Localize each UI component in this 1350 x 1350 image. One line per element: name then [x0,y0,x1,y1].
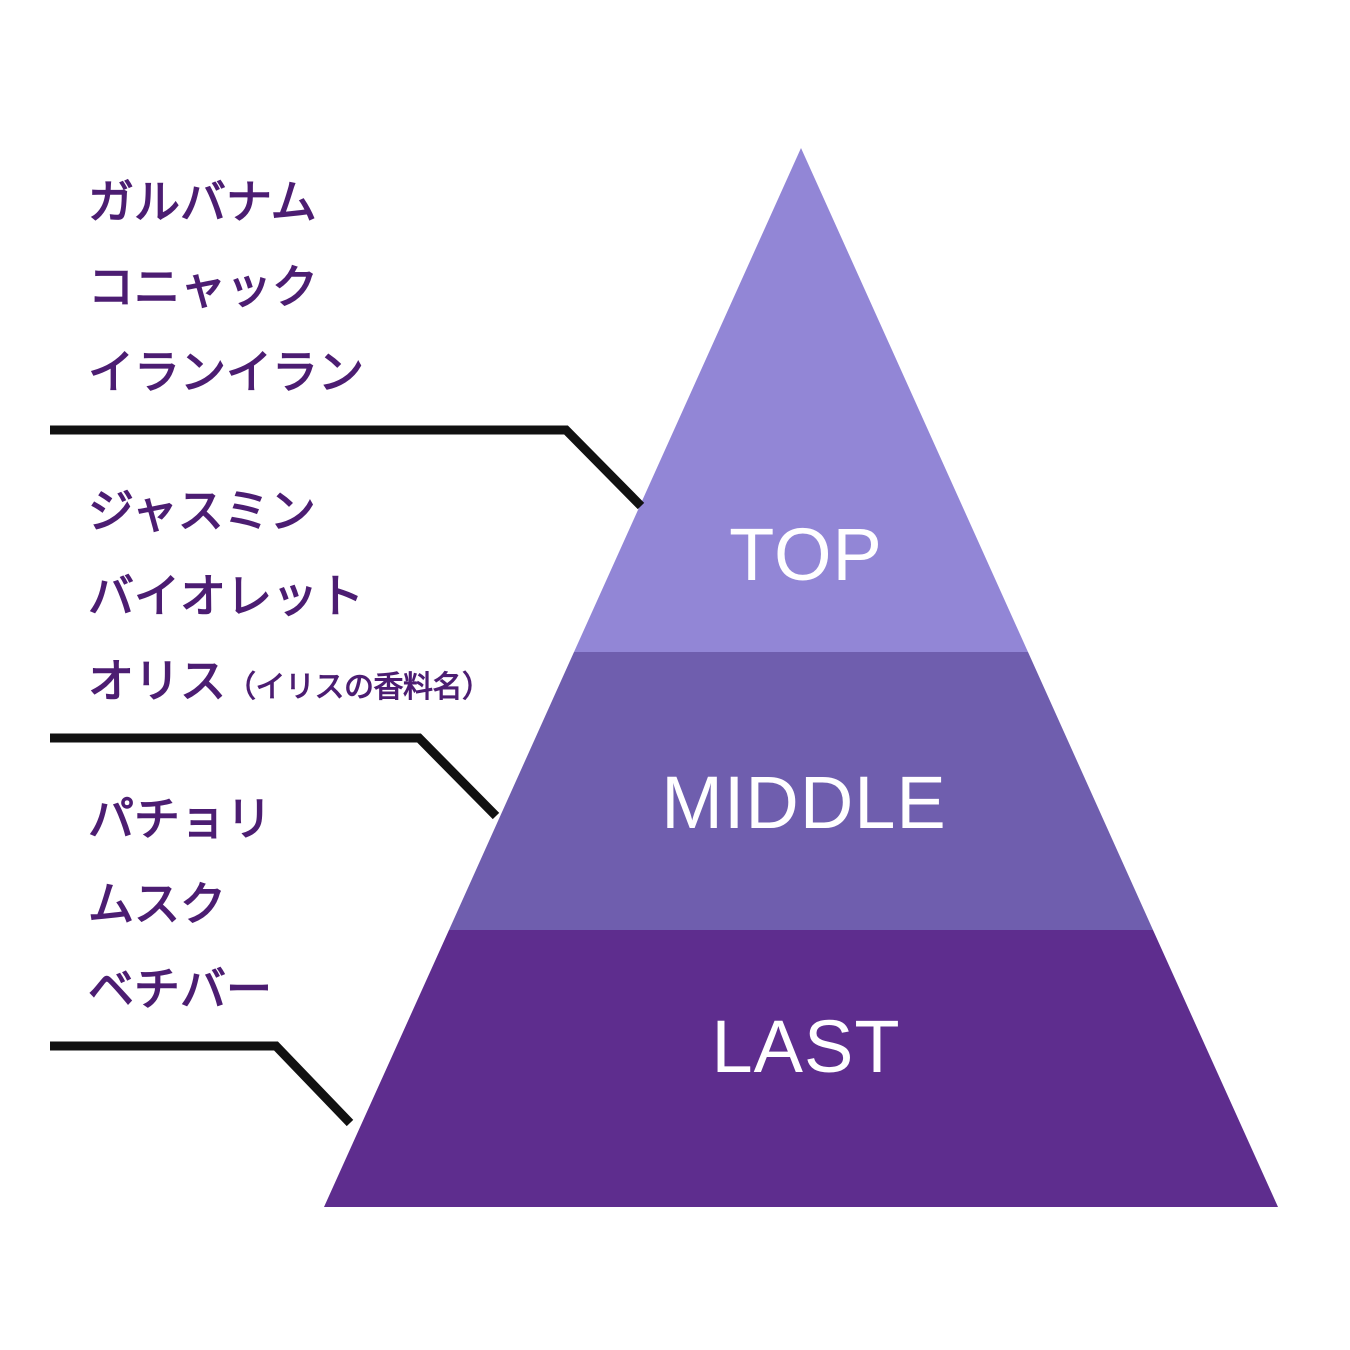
note-item: バイオレット [88,569,364,623]
note-item: ガルバナム [88,175,317,229]
note-item-annotation: （イリスの香料名） [226,670,492,705]
leader-line-last-notes [50,1041,354,1127]
pyramid-band-middle[interactable] [449,652,1153,930]
pyramid-label-last: LAST [711,1005,900,1088]
note-item: ベチバー [88,962,272,1016]
note-list-last: パチョリ ムスク ベチバー [88,780,272,1035]
note-list-middle: ジャスミン バイオレット オリス（イリスの香料名） [88,472,492,727]
note-item: ムスク [88,877,226,931]
pyramid-label-top: TOP [729,513,883,596]
note-item: イランイラン [88,345,364,399]
note-item: ジャスミン [88,484,316,538]
note-item: オリス（イリスの香料名） [88,654,492,708]
pyramid-band-top[interactable] [574,148,1028,652]
leader-line-top-notes [50,425,645,510]
pyramid-band-last[interactable] [324,930,1278,1207]
note-item: コニャック [88,260,318,314]
leader-line-middle-notes [50,733,500,820]
note-item: パチョリ [88,792,272,846]
pyramid-label-middle: MIDDLE [661,761,947,844]
note-list-top: ガルバナム コニャック イランイラン [88,163,364,418]
